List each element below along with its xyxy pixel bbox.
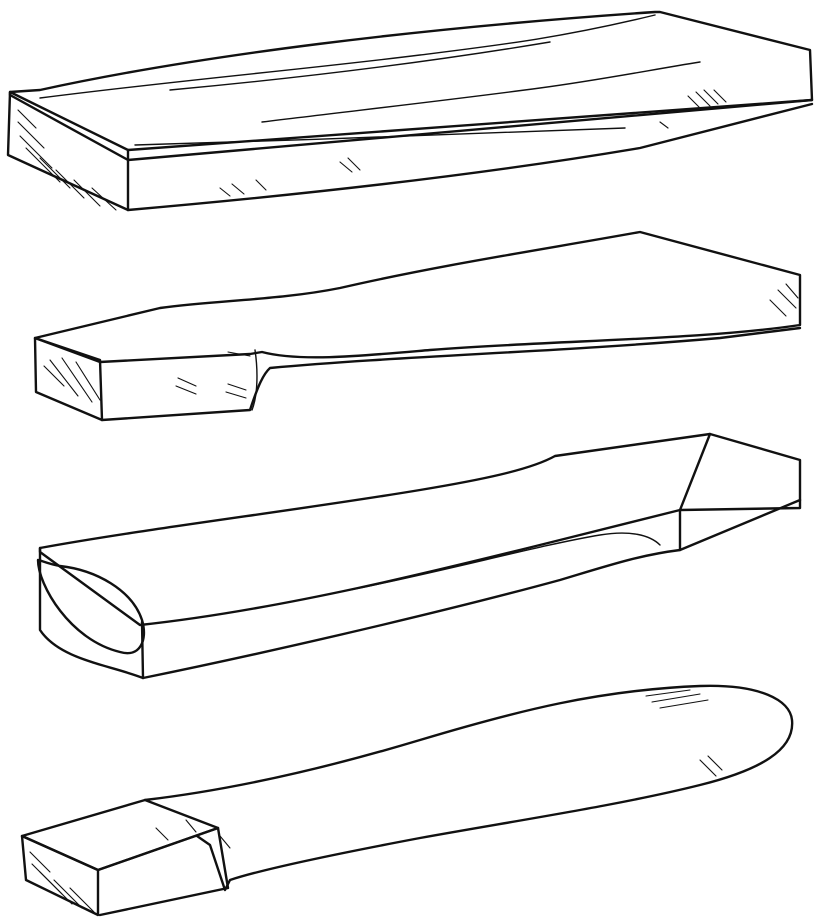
stage-2-tapered-blank <box>35 232 800 420</box>
stage-3-top-face <box>40 434 800 625</box>
stage-4-handle-body <box>145 686 792 890</box>
stage-2-top-face <box>35 232 800 362</box>
stage-1-rough-blank <box>8 12 812 210</box>
stage-4-finished-handle <box>22 686 792 915</box>
stage-3-shaped-blank <box>38 434 800 678</box>
stage-1-top-face <box>10 12 812 160</box>
